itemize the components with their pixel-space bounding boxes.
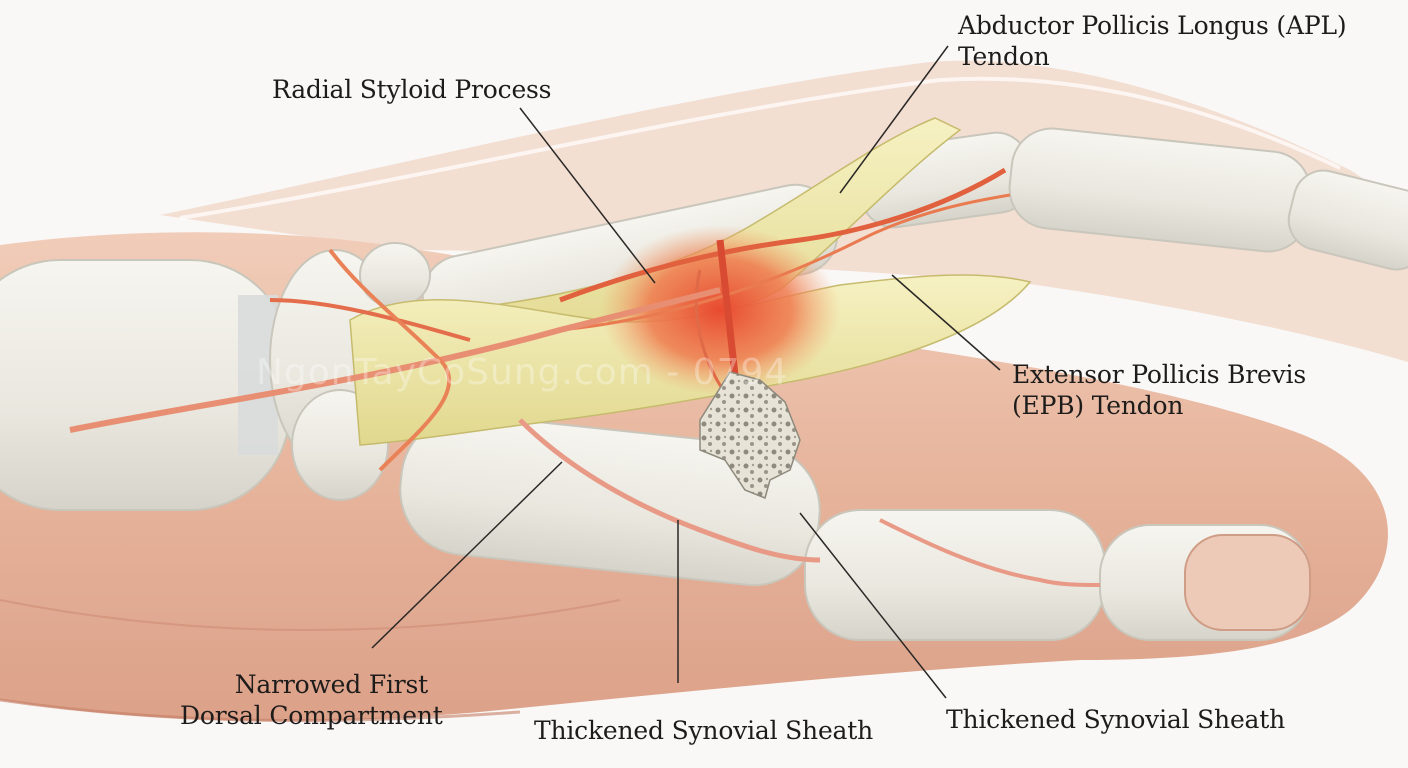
label-apl-line1: Abductor Pollicis Longus (APL) — [958, 11, 1347, 40]
label-sheath-left-text: Thickened Synovial Sheath — [534, 716, 874, 745]
index-phalanx-3 — [1287, 169, 1408, 271]
label-epb-line1: Extensor Pollicis Brevis — [1012, 360, 1306, 389]
label-compartment-line2: Dorsal Compartment — [180, 701, 443, 730]
label-radial-styloid-process: Radial Styloid Process — [272, 74, 552, 105]
spongy-bone-exposure — [699, 371, 801, 500]
label-narrowed-compartment: Narrowed First Dorsal Compartment — [180, 669, 443, 731]
label-epb-tendon: Extensor Pollicis Brevis (EPB) Tendon — [1012, 359, 1306, 421]
leader-compartment — [371, 461, 563, 649]
leader-lines — [371, 45, 1001, 699]
thumbnail — [1184, 534, 1311, 631]
nerve-branch — [69, 287, 721, 433]
thumb-metacarpal — [399, 413, 821, 587]
watermark-text: NgonTayCoSung.com - 0794 — [256, 352, 789, 393]
leader-sheath-right — [799, 512, 947, 699]
label-radial-styloid-text: Radial Styloid Process — [272, 75, 552, 104]
leader-radial-styloid — [519, 107, 656, 284]
leader-apl — [839, 45, 949, 194]
label-sheath-right-text: Thickened Synovial Sheath — [946, 705, 1286, 734]
label-epb-line2: (EPB) Tendon — [1012, 391, 1184, 420]
label-synovial-sheath-left: Thickened Synovial Sheath — [534, 715, 873, 746]
label-apl-tendon: Abductor Pollicis Longus (APL) Tendon — [958, 10, 1347, 72]
leader-epb — [891, 274, 1001, 371]
label-apl-line2: Tendon — [958, 42, 1050, 71]
label-synovial-sheath-right: Thickened Synovial Sheath — [946, 704, 1285, 735]
label-compartment-line1: Narrowed First — [234, 670, 428, 699]
thumb-proximal-phalanx — [804, 509, 1106, 641]
